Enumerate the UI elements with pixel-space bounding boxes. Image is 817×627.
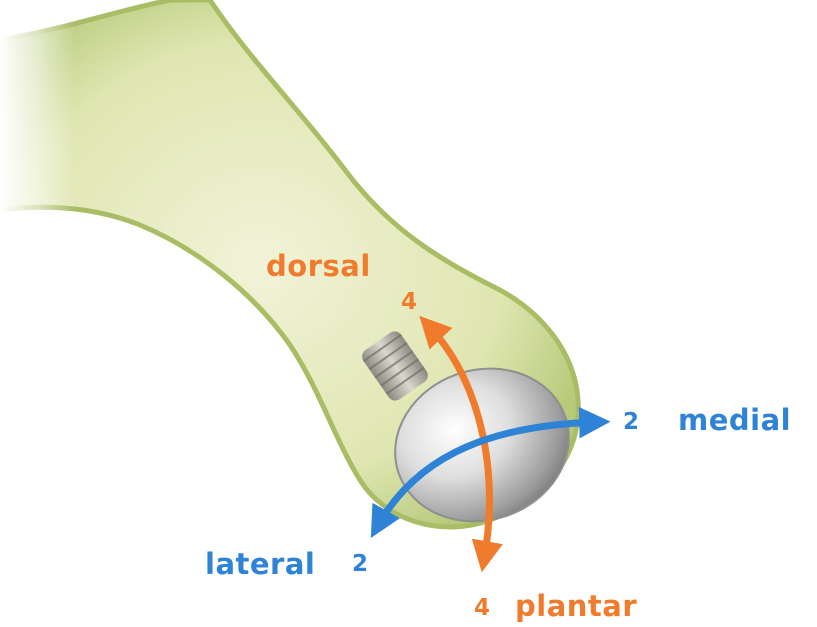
plantar-count: 4 — [474, 597, 490, 620]
dorsal-count: 4 — [401, 291, 417, 314]
medial-count: 2 — [623, 411, 639, 434]
dorsal-label: dorsal — [266, 252, 371, 281]
lateral-label: lateral — [205, 550, 315, 579]
plantar-label: plantar — [515, 592, 637, 621]
lateral-count: 2 — [352, 553, 368, 576]
medial-label: medial — [678, 406, 791, 435]
